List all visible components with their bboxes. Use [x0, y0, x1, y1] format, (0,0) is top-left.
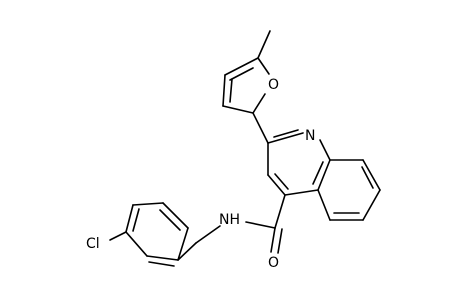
bond-c4-c4a — [284, 189, 319, 196]
bond-ar-c3-c4 — [125, 204, 134, 233]
bond-carbonyl-o — [270, 227, 276, 253]
bond-furan-c5-o — [257, 57, 270, 75]
bond-c4a-c8a-inner — [312, 161, 324, 185]
bond-c4a-c8a — [317, 159, 331, 191]
bond-c5-c4a — [317, 189, 331, 221]
bond-ar-c2-c3 — [125, 231, 148, 257]
bond-c2-n1 — [267, 132, 304, 144]
bond-ar-c6-c1 — [177, 227, 189, 261]
bond-c3-c4 — [267, 174, 286, 196]
bond-c8-c7-inner — [361, 166, 374, 189]
atom-oxygen-carbonyl: O — [268, 255, 279, 271]
bond-c2-n1-inner — [273, 129, 299, 138]
bond-ch2-aryl — [177, 242, 197, 261]
atom-nitrogen-ring: N — [305, 128, 315, 144]
bond-c8-c7 — [362, 159, 381, 191]
bond-methyl — [257, 30, 271, 59]
bond-furan-c3-c4 — [222, 74, 226, 107]
atom-chlorine: Cl — [86, 236, 100, 252]
bond-c7-c6 — [362, 189, 381, 221]
bond-furan-c4-c5 — [224, 57, 259, 76]
bonds — [109, 30, 381, 267]
bond-c3-c4-inner — [274, 173, 289, 190]
bond-carbonyl-nh — [245, 221, 276, 229]
bond-n1-c8a — [319, 139, 331, 161]
atom-nitrogen-amide: NH — [219, 212, 240, 228]
bond-ar-c3-c4-inner — [132, 208, 140, 232]
bond-furan-c3-c4-inner — [229, 78, 233, 103]
bond-ar-c5-c6 — [162, 202, 189, 229]
bond-furan-c2-c3 — [222, 105, 254, 114]
bond-furan-quinoline — [252, 112, 269, 144]
bond-nh-ch2 — [195, 225, 221, 244]
bond-ar-cl — [109, 231, 127, 241]
bond-ar-c5-c6-inner — [159, 209, 181, 231]
bond-carbonyl-o-second — [277, 228, 283, 254]
atom-labels: O N NH O Cl — [86, 77, 315, 271]
atom-oxygen-furan: O — [268, 77, 279, 93]
bond-furan-o-c2 — [252, 93, 266, 114]
bond-c4-carbonyl — [274, 194, 286, 229]
bond-ar-c1-c2-inner — [148, 261, 175, 267]
bond-ar-c4-c5 — [132, 202, 164, 206]
bond-ar-c1-c2 — [146, 255, 179, 261]
bond-furan-c4-c5-inner — [229, 67, 254, 81]
